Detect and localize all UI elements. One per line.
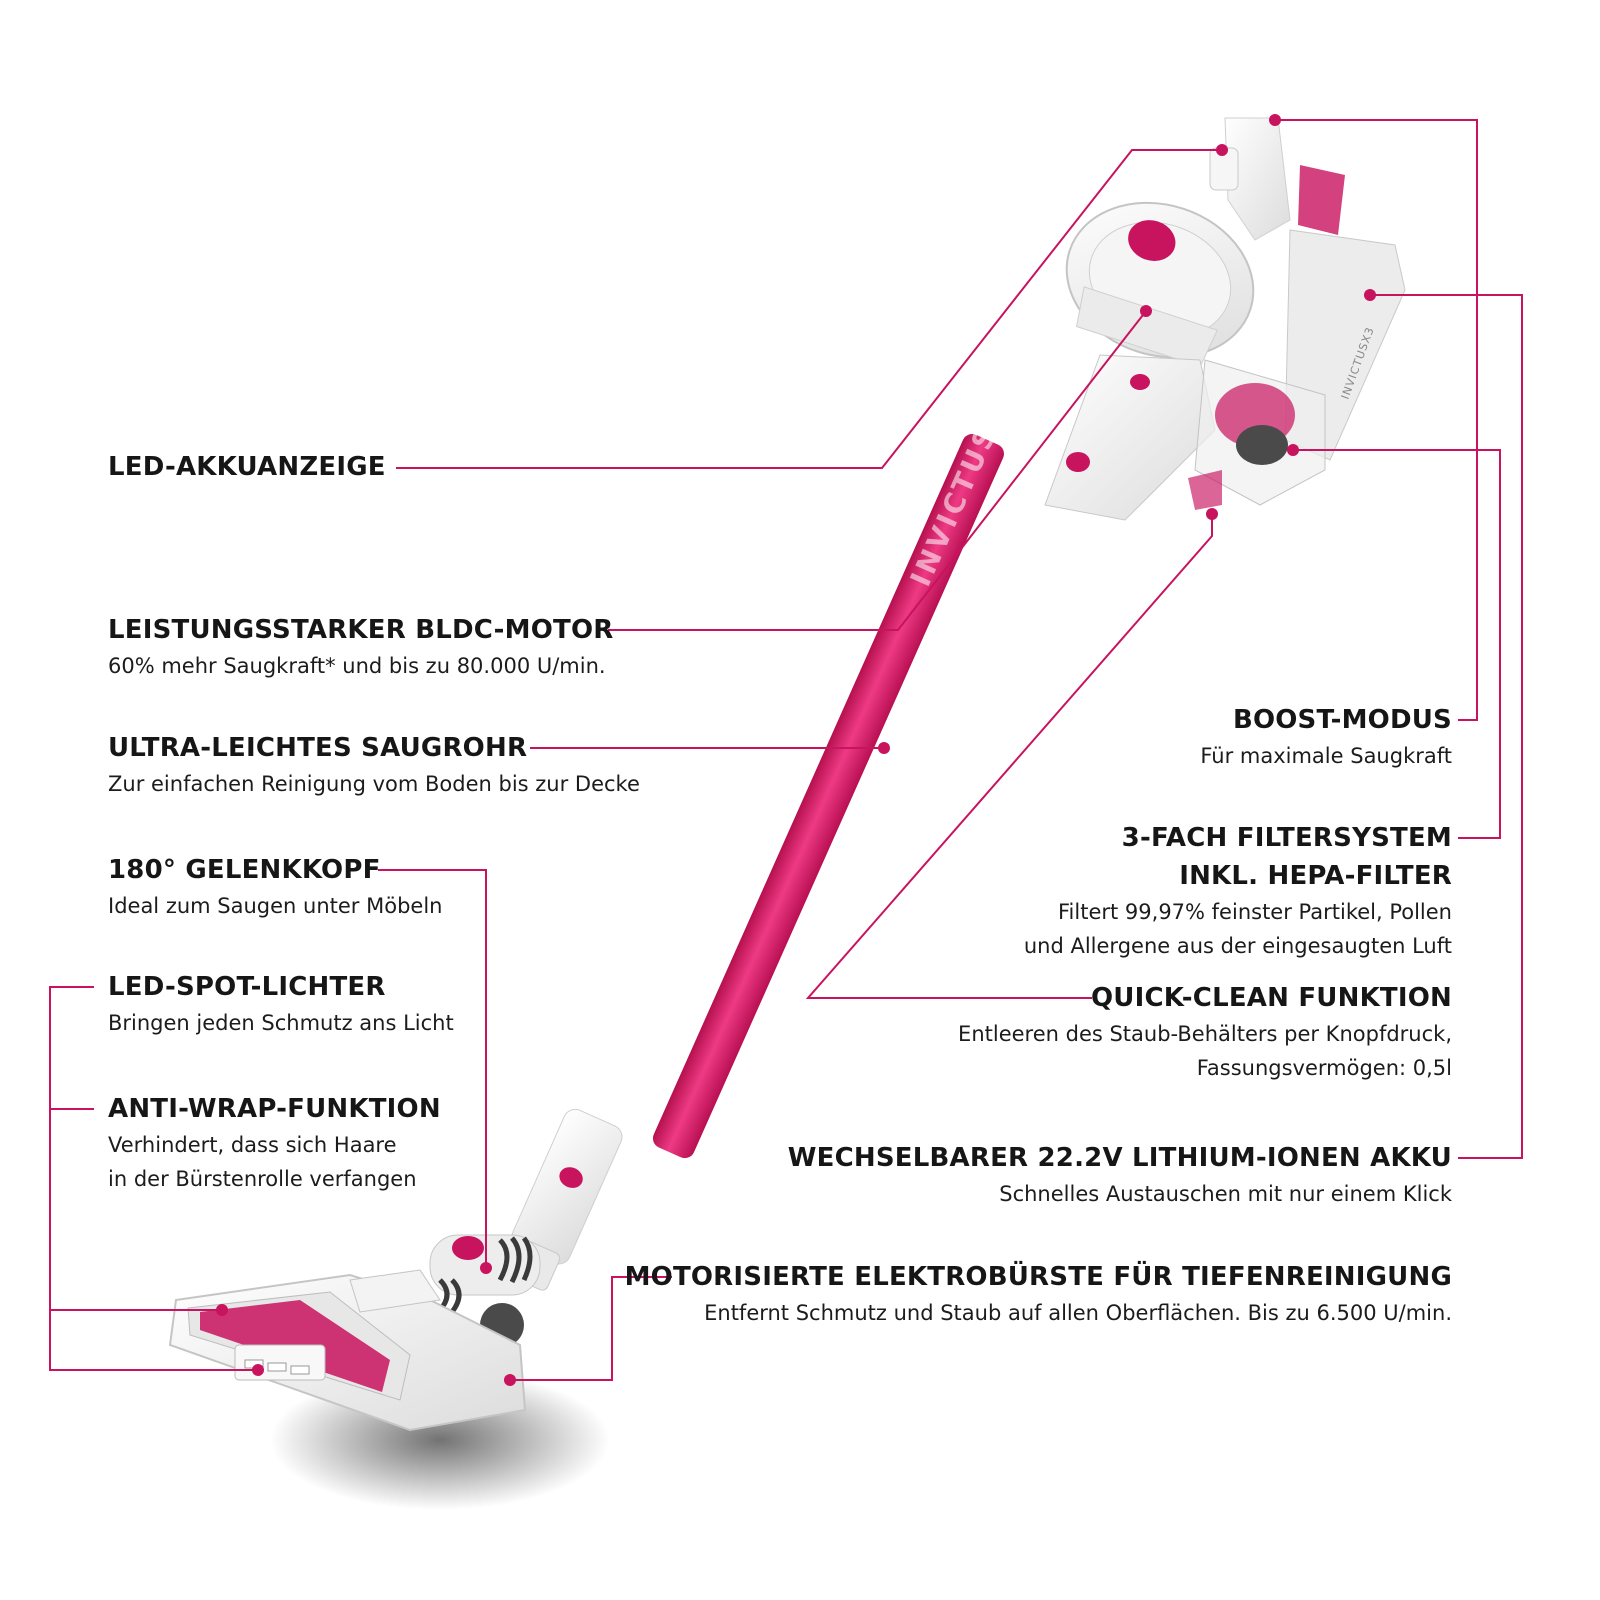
line-akku [1370,294,1523,1159]
feature-desc: Entleeren des Staub-Behälters per Knopfd… [958,1022,1452,1046]
feature-title: 3-FACH FILTERSYSTEM [1121,823,1452,853]
line-anti-wrap [49,1108,222,1311]
feature-desc: Zur einfachen Reinigung vom Boden bis zu… [108,772,640,796]
feature-title: LEISTUNGSSTARKER BLDC-MOTOR [108,615,614,645]
feature-title: ULTRA-LEICHTES SAUGROHR [108,733,528,763]
line-buerste [510,1276,672,1381]
feature-desc: Verhindert, dass sich Haare [108,1133,397,1157]
feature-gelenkkopf: 180° GELENKKOPF Ideal zum Saugen unter M… [108,851,442,923]
feature-title: ANTI-WRAP-FUNKTION [108,1094,441,1124]
feature-desc: Filtert 99,97% feinster Partikel, Pollen [1058,900,1452,924]
line-gelenkkopf [378,869,487,1268]
callout-lines [49,119,1523,1381]
feature-led-spot-lichter: LED-SPOT-LICHTER Bringen jeden Schmutz a… [108,968,454,1040]
line-bldc [608,310,1147,631]
feature-title: INKL. HEPA-FILTER [1179,861,1452,891]
line-quick-clean [805,514,1213,999]
feature-desc: und Allergene aus der eingesaugten Luft [1023,934,1452,958]
feature-title: MOTORISIERTE ELEKTROBÜRSTE FÜR TIEFENREI… [624,1262,1452,1292]
floor-brush-head [168,1269,527,1432]
feature-title: LED-SPOT-LICHTER [108,972,386,1002]
handheld-unit: INVICTUSX3 [1044,117,1406,521]
feature-led-akkuanzeige: LED-AKKUANZEIGE [108,448,386,486]
feature-filtersystem: 3-FACH FILTERSYSTEM INKL. HEPA-FILTER Fi… [1024,819,1452,963]
feature-desc: Ideal zum Saugen unter Möbeln [108,894,443,918]
callout-dots [216,114,1376,1386]
feature-akku: WECHSELBARER 22.2V LITHIUM-IONEN AKKU Sc… [788,1139,1452,1211]
feature-desc: Fassungsvermögen: 0,5l [1196,1056,1452,1080]
feature-saugrohr: ULTRA-LEICHTES SAUGROHR Zur einfachen Re… [108,729,640,801]
feature-boost-modus: BOOST-MODUS Für maximale Saugkraft [1200,701,1452,773]
feature-desc: Bringen jeden Schmutz ans Licht [108,1011,454,1035]
feature-bldc-motor: LEISTUNGSSTARKER BLDC-MOTOR 60% mehr Sau… [108,611,613,683]
line-boost [1275,119,1478,721]
feature-title: QUICK-CLEAN FUNKTION [1090,983,1452,1013]
feature-elektrobuerste: MOTORISIERTE ELEKTROBÜRSTE FÜR TIEFENREI… [625,1258,1452,1330]
feature-title: LED-AKKUANZEIGE [108,452,386,482]
feature-desc: Schnelles Austauschen mit nur einem Klic… [999,1182,1452,1206]
feature-desc: Entfernt Schmutz und Staub auf allen Obe… [704,1301,1452,1325]
feature-anti-wrap: ANTI-WRAP-FUNKTION Verhindert, dass sich… [108,1090,441,1196]
feature-desc: 60% mehr Saugkraft* und bis zu 80.000 U/… [108,654,606,678]
feature-quick-clean: QUICK-CLEAN FUNKTION Entleeren des Staub… [958,979,1452,1085]
line-filter [1293,449,1501,839]
feature-title: 180° GELENKKOPF [108,855,381,885]
feature-desc: Für maximale Saugkraft [1200,744,1452,768]
feature-title: WECHSELBARER 22.2V LITHIUM-IONEN AKKU [787,1143,1452,1173]
line-led-akku [396,149,1222,469]
feature-title: BOOST-MODUS [1232,705,1452,735]
feature-desc: in der Bürstenrolle verfangen [108,1167,417,1191]
